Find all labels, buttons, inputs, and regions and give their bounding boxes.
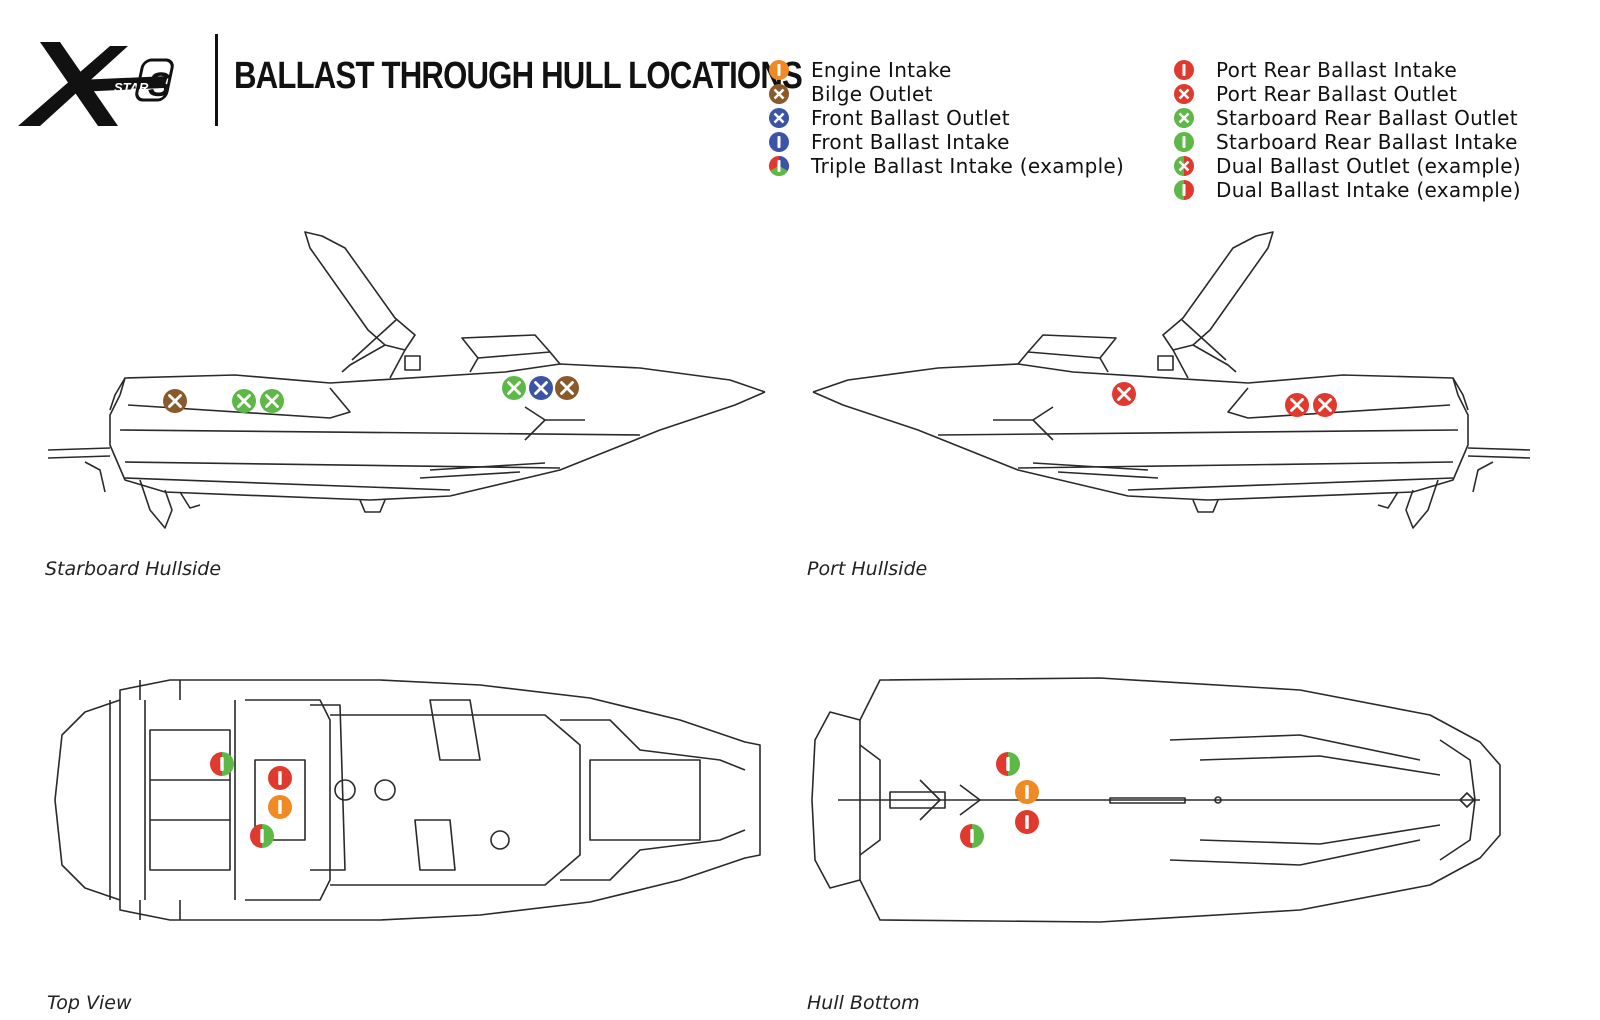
bilge-outlet-icon [555, 376, 579, 400]
dual-ballast-intake-icon [960, 824, 984, 848]
dual-ballast-intake-icon [250, 824, 274, 848]
header-divider [215, 34, 218, 126]
caption-port-hullside: Port Hullside [807, 558, 928, 580]
starboard-rear-ballast-outlet-icon [232, 389, 256, 413]
legend-label: Dual Ballast Intake (example) [1216, 178, 1521, 202]
legend-label: Front Ballast Intake [811, 130, 1010, 154]
dual-ballast-intake-icon [1174, 180, 1194, 200]
xstar-s-logo: STAR S [18, 42, 174, 126]
legend-item: Engine Intake [767, 58, 1124, 82]
legend-label: Dual Ballast Outlet (example) [1216, 154, 1521, 178]
legend-label: Starboard Rear Ballast Intake [1216, 130, 1518, 154]
page-title: BALLAST THROUGH HULL LOCATIONS [234, 55, 803, 97]
legend-item: Bilge Outlet [767, 82, 1124, 106]
caption-top-view: Top View [47, 992, 132, 1014]
legend-item: Starboard Rear Ballast Intake [1172, 130, 1521, 154]
legend-item: Dual Ballast Intake (example) [1172, 178, 1521, 202]
legend-label: Front Ballast Outlet [811, 106, 1010, 130]
engine-intake-icon [769, 60, 789, 80]
port-rear-ballast-outlet-icon [1112, 382, 1136, 406]
engine-intake-icon [1015, 780, 1039, 804]
legend-item: Port Rear Ballast Outlet [1172, 82, 1521, 106]
port-rear-ballast-intake-icon [1015, 810, 1039, 834]
front-ballast-outlet-icon [769, 108, 789, 128]
top-view [54, 679, 761, 921]
legend-label: Port Rear Ballast Outlet [1216, 82, 1458, 106]
legend-item: Port Rear Ballast Intake [1172, 58, 1521, 82]
port-hullside-view [812, 231, 1531, 529]
caption-starboard-hullside: Starboard Hullside [45, 558, 222, 580]
legend-item: Triple Ballast Intake (example) [767, 154, 1124, 178]
legend-column-2: Port Rear Ballast Intake Port Rear Balla… [1172, 58, 1521, 202]
front-ballast-outlet-icon [529, 376, 553, 400]
bilge-outlet-icon [769, 84, 789, 104]
bilge-outlet-icon [163, 389, 187, 413]
legend-label: Bilge Outlet [811, 82, 933, 106]
front-ballast-intake-icon [769, 132, 789, 152]
engine-intake-icon [268, 795, 292, 819]
port-rear-ballast-outlet-icon [1313, 393, 1337, 417]
svg-text:S: S [148, 66, 171, 104]
dual-ballast-outlet-icon [1174, 156, 1194, 176]
starboard-hullside-view [47, 231, 766, 529]
dual-ballast-intake-icon [996, 752, 1020, 776]
port-rear-ballast-intake-icon [268, 766, 292, 790]
hull-bottom-view [811, 677, 1501, 923]
port-rear-ballast-intake-icon [1174, 60, 1194, 80]
legend-item: Dual Ballast Outlet (example) [1172, 154, 1521, 178]
port-rear-ballast-outlet-icon [1174, 84, 1194, 104]
legend-item: Front Ballast Outlet [767, 106, 1124, 130]
starboard-rear-ballast-outlet-icon [1174, 108, 1194, 128]
legend-item: Starboard Rear Ballast Outlet [1172, 106, 1521, 130]
legend-label: Starboard Rear Ballast Outlet [1216, 106, 1518, 130]
starboard-rear-ballast-intake-icon [1174, 132, 1194, 152]
starboard-rear-ballast-outlet-icon [260, 389, 284, 413]
legend-label: Triple Ballast Intake (example) [811, 154, 1125, 178]
dual-ballast-intake-icon [210, 752, 234, 776]
svg-text:STAR: STAR [114, 80, 149, 95]
starboard-rear-ballast-outlet-icon [502, 376, 526, 400]
triple-ballast-intake-icon [768, 155, 790, 177]
legend-column-1: Engine Intake Bilge Outlet Front Ballast… [767, 58, 1124, 178]
caption-hull-bottom: Hull Bottom [807, 992, 920, 1014]
port-rear-ballast-outlet-icon [1285, 393, 1309, 417]
legend-label: Port Rear Ballast Intake [1216, 58, 1458, 82]
legend-item: Front Ballast Intake [767, 130, 1124, 154]
legend-label: Engine Intake [811, 58, 952, 82]
